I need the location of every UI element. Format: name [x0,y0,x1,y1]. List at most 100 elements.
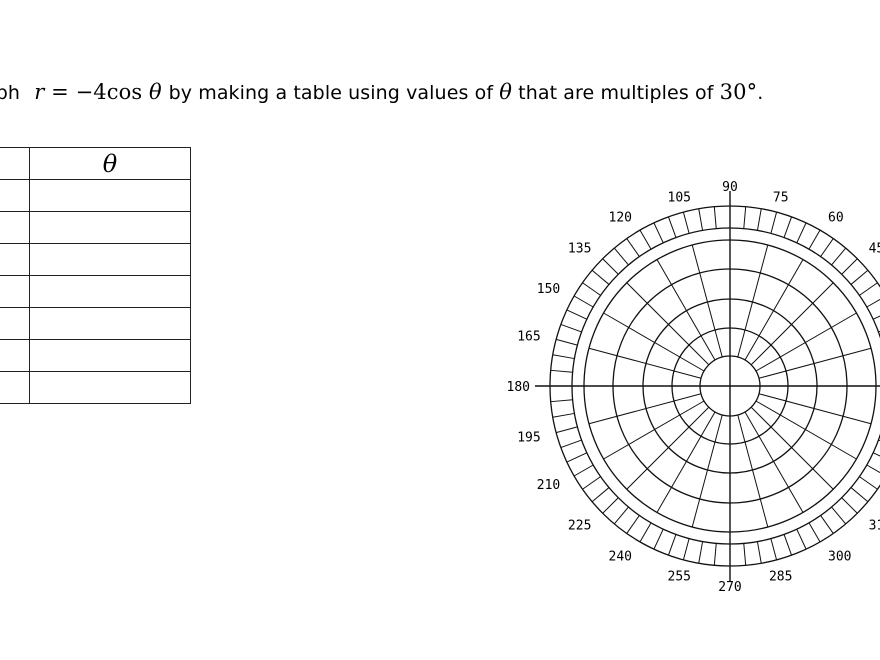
tick-mark [573,295,594,308]
grid-spoke [755,400,857,460]
table-cell-r[interactable] [0,371,30,404]
tick-mark [560,323,582,333]
tick-mark [550,369,573,373]
tick-mark [582,476,601,490]
value-table: θ [0,147,191,404]
table-cell-theta[interactable] [29,275,191,308]
angle-label: 195 [517,431,540,446]
table-cell-r[interactable] [0,339,30,372]
tick-mark [820,515,834,534]
tick-mark [841,497,858,514]
tick-mark [866,464,880,474]
prompt-lead: aph [0,82,21,104]
tick-mark [556,338,578,346]
tick-mark [783,216,793,238]
table-cell-r[interactable] [0,275,30,308]
tick-mark [713,543,717,566]
tick-mark [872,315,880,320]
angle-label: 45 [869,241,880,256]
angle-label: 120 [609,210,632,225]
tick-mark [756,208,762,231]
table-cell-theta[interactable] [29,211,191,244]
grid-spoke [737,244,769,358]
grid-spoke [755,312,857,372]
table-cell-r[interactable] [0,179,30,212]
prompt-theta: θ [499,80,513,104]
tick-mark [796,528,807,550]
grid-spoke [758,347,872,379]
tick-mark [566,452,588,463]
tick-mark [783,534,793,556]
grid-spoke [744,259,804,361]
table-cell-r[interactable] [0,243,30,276]
polar-grid: 9075604510512013515016518019521022524025… [480,150,880,620]
tick-mark [602,258,619,275]
grid-spoke [758,393,872,425]
angle-label: 180 [507,380,530,395]
table-header-theta: θ [29,147,191,180]
angle-label: 285 [769,569,792,584]
angle-label: 240 [609,550,632,565]
angle-label: 90 [722,180,738,195]
equation-cos: cos [106,80,143,104]
table-row [0,211,191,244]
angle-label: 210 [537,478,560,493]
problem-statement: aph r = −4cos θ by making a table using … [0,80,763,104]
tick-mark [859,476,878,490]
table-cell-theta[interactable] [29,243,191,276]
tick-mark [667,534,677,556]
tick-mark [770,538,778,560]
angle-label: 105 [668,191,691,206]
angle-label: 255 [668,569,691,584]
table-header-r [0,147,30,180]
grid-spoke [691,414,723,528]
tick-mark [756,541,762,564]
tick-mark [850,487,869,503]
tick-mark [698,541,704,564]
tick-mark [872,452,880,457]
tick-mark [653,528,664,550]
tick-mark [698,208,704,231]
angle-label: 165 [517,329,540,344]
tick-mark [653,222,664,244]
tick-mark [770,212,778,234]
grid-spoke [737,414,769,528]
tick-mark [639,229,652,250]
tick-mark [859,282,878,296]
tick-mark [682,538,690,560]
tick-mark [831,247,847,266]
grid-spoke [588,347,702,379]
table-cell-r[interactable] [0,211,30,244]
prompt-degrees: 30° [719,80,758,104]
prompt-end: . [757,82,764,104]
angle-label: 225 [568,519,591,534]
table-header-row: θ [0,147,191,180]
table-cell-theta[interactable] [29,339,191,372]
table-row [0,243,191,276]
tick-mark [667,216,677,238]
equation-r: r [34,80,45,104]
tick-mark [743,543,747,566]
table-row [0,307,191,340]
tick-mark [808,229,821,250]
tick-mark [626,515,640,534]
grid-spoke [656,411,716,513]
table-cell-r[interactable] [0,307,30,340]
angle-label: 270 [718,580,741,595]
grid-spoke [626,406,710,490]
angle-label: 300 [828,550,851,565]
table-cell-theta[interactable] [29,179,191,212]
table-cell-theta[interactable] [29,307,191,340]
tick-mark [841,258,858,275]
grid-spoke [744,411,804,513]
tick-mark [573,464,594,477]
grid-spoke [656,259,716,361]
tick-mark [820,238,834,257]
equation: r = −4cos θ [34,80,168,104]
tick-mark [566,309,588,320]
tick-mark [713,206,717,229]
grid-spoke [691,244,723,358]
table-row [0,339,191,372]
angle-label: 150 [537,282,560,297]
table-cell-theta[interactable] [29,371,191,404]
